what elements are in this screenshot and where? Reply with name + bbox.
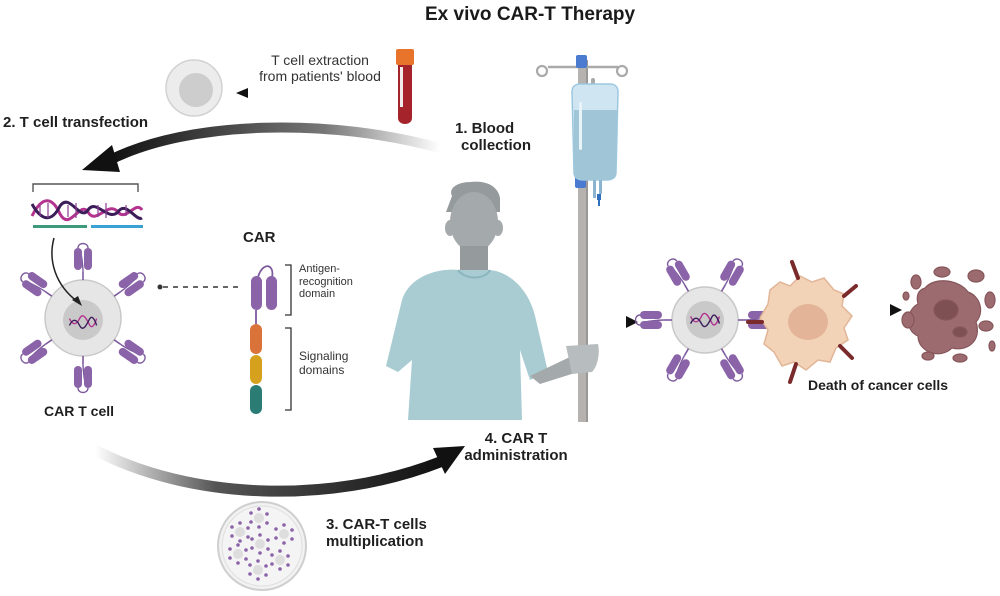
step-3-line-1: 3. CAR-T cells <box>326 516 427 533</box>
step-1-line-1: 1. Blood <box>455 120 515 137</box>
t-cell <box>165 59 223 117</box>
blood-tube-icon <box>396 49 414 124</box>
car-heading: CAR <box>243 229 276 246</box>
signaling-line-1: Signaling <box>299 349 349 363</box>
signaling-domains-label: Signaling domains <box>299 349 349 378</box>
signaling-line-2: domains <box>299 362 345 377</box>
arrowhead-death <box>890 304 902 316</box>
step-1-label: 1. Blood collection <box>455 120 531 155</box>
step-2-label: 2. T cell transfection <box>3 114 149 131</box>
extraction-label: T cell extraction from patients' blood <box>250 52 390 84</box>
antigen-line-3: domain <box>299 288 336 301</box>
step-4-line-1: 4. CAR T <box>484 430 548 447</box>
step-1-line-2: collection <box>461 137 532 155</box>
antigen-domain-label: Antigen- recognition domain <box>299 263 353 301</box>
car-t-cell-label: CAR T cell <box>44 403 115 419</box>
car-t-cell <box>16 242 150 394</box>
petri-dish <box>217 501 307 591</box>
arrow-transfection <box>105 122 445 165</box>
arrowhead-transfection <box>82 145 120 172</box>
car-t-cell-attacking <box>634 254 776 386</box>
cancer-cell <box>746 260 858 384</box>
diagram-title: Ex vivo CAR-T Therapy <box>425 4 636 25</box>
extraction-line-1: T cell extraction <box>271 52 369 68</box>
step-3-label: 3. CAR-T cells multiplication <box>326 516 427 551</box>
arrowhead-extraction <box>236 88 248 98</box>
antigen-line-1: Antigen- <box>299 263 340 275</box>
death-label: Death of cancer cells <box>808 377 949 393</box>
extraction-line-2: from patients' blood <box>259 68 381 85</box>
arrowhead-to-cart <box>626 316 638 328</box>
iv-pole <box>535 55 629 422</box>
car-structure <box>250 264 292 414</box>
gene-construct <box>30 183 144 228</box>
arrow-administration <box>89 444 446 497</box>
antigen-line-2: recognition <box>299 275 353 288</box>
step-3-line-2: multiplication <box>326 533 424 551</box>
arrowhead-administration <box>433 446 465 474</box>
step-4-line-2: administration <box>464 447 568 465</box>
dead-cancer-cell <box>901 266 996 363</box>
iv-bag <box>571 78 619 206</box>
insertion-arrow <box>51 237 79 303</box>
step-4-label: 4. CAR T administration <box>456 430 576 465</box>
patient-figure <box>386 181 599 420</box>
